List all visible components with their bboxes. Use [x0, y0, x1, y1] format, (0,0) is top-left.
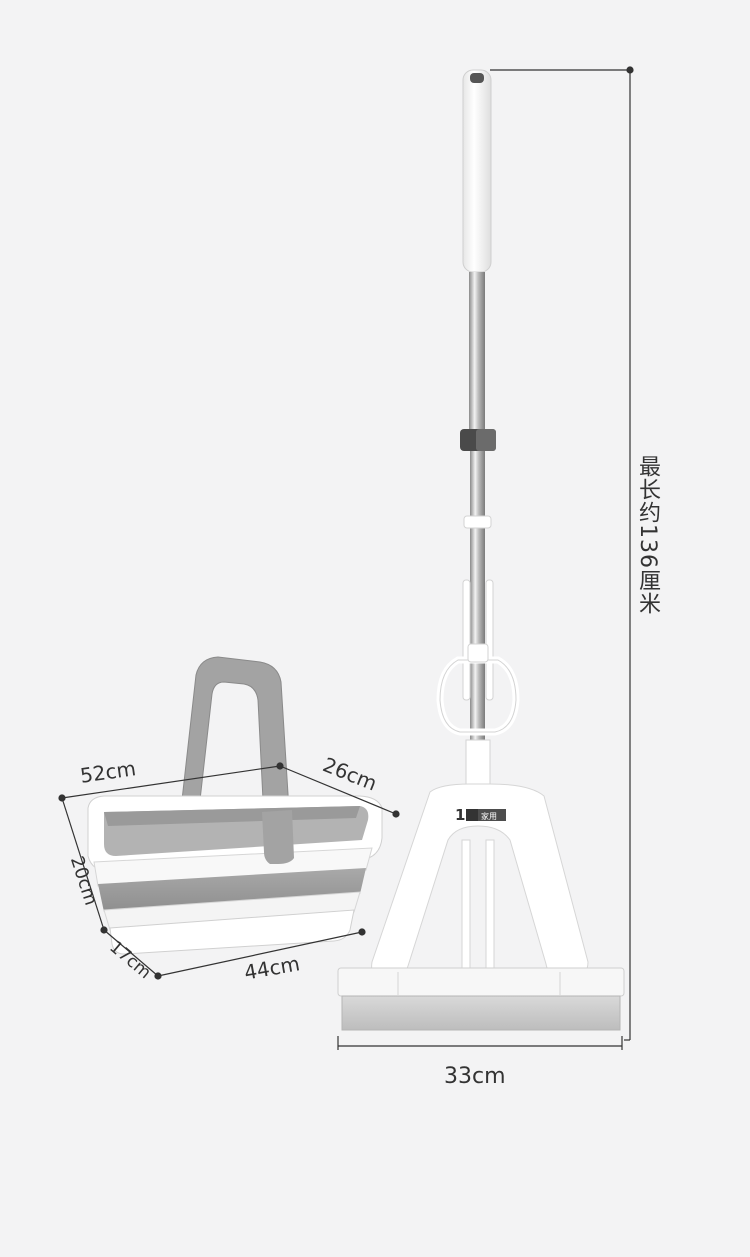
- collapsible-bucket: [87, 656, 383, 955]
- mop-width-label: 33cm: [444, 1064, 506, 1089]
- bucket-fold-2: [98, 868, 366, 912]
- mop-pole-lower: [470, 451, 485, 781]
- mop-grip: [462, 69, 492, 273]
- hang-hole: [470, 73, 484, 83]
- mop: 1 家用: [337, 69, 625, 1031]
- mop-sponge: [341, 995, 621, 1031]
- bucket-base: [109, 909, 355, 955]
- mop-pole-upper: [469, 272, 485, 430]
- mop-logo-badge: 家用: [481, 811, 497, 821]
- mop-head-top: [337, 967, 625, 997]
- mop-logo-number: 1: [455, 806, 465, 824]
- bucket-dimension-lines: [58, 762, 400, 980]
- handle-length-label: 最长约136厘米: [635, 455, 660, 615]
- mop-dimension-lines: [337, 66, 634, 1050]
